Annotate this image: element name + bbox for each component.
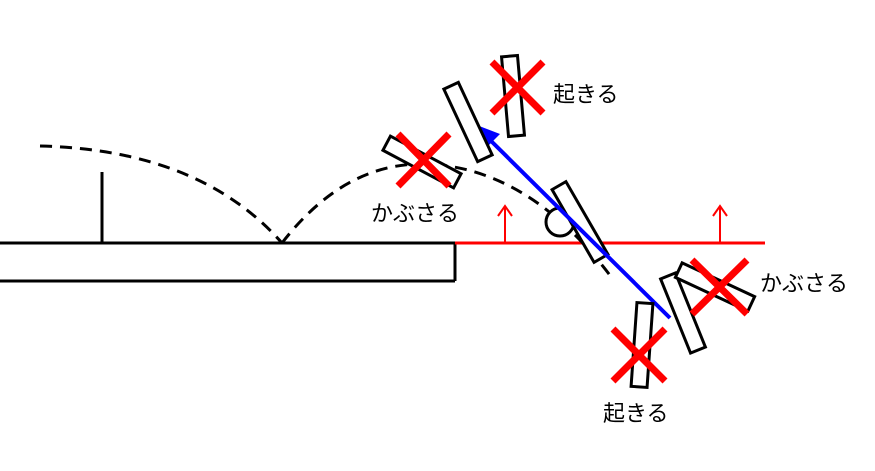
table-surface bbox=[0, 241, 457, 283]
label-okiru-bottom: 起きる bbox=[603, 402, 669, 427]
label-kabusaru-left: かぶさる bbox=[371, 202, 459, 227]
up-arrow-left bbox=[497, 204, 513, 243]
trajectory-arc-left bbox=[39, 144, 284, 244]
label-kabusaru-right: かぶさる bbox=[760, 272, 848, 297]
plank-top-arrow bbox=[441, 80, 495, 164]
x-mark-top bbox=[489, 59, 546, 116]
x-mark-bottom bbox=[610, 326, 668, 384]
x-mark-left bbox=[395, 131, 452, 189]
plank-bottom-arrow bbox=[658, 270, 708, 356]
blue-arrow bbox=[474, 124, 672, 320]
label-okiru-top: 起きる bbox=[553, 83, 619, 108]
x-mark-right bbox=[689, 257, 750, 317]
up-arrow-right bbox=[712, 204, 728, 243]
